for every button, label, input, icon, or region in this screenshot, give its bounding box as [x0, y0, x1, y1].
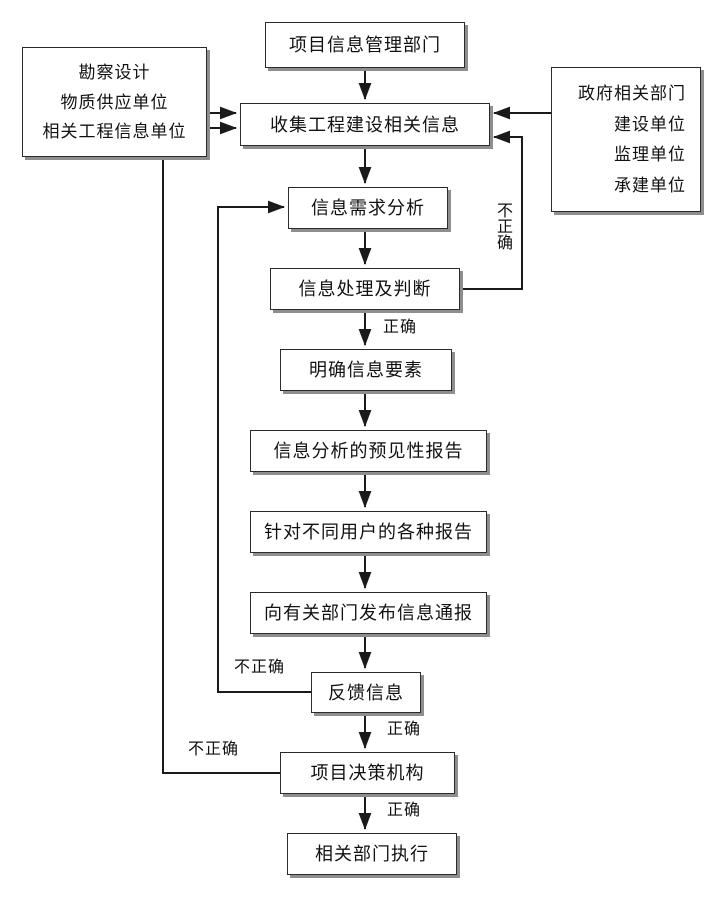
node-clarify-elements[interactable]: 明确信息要素 [280, 349, 452, 391]
node-label: 信息处理及判断 [298, 279, 432, 299]
node-label-line-3: 相关工程信息单位 [42, 122, 187, 142]
node-label: 反馈信息 [328, 682, 404, 703]
node-label: 收集工程建设相关信息 [270, 114, 460, 135]
node-label-line-3: 监理单位 [614, 145, 686, 165]
node-user-reports[interactable]: 针对不同用户的各种报告 [250, 511, 487, 553]
edge-feedback-incorrect-to-demand [217, 200, 311, 693]
node-label: 相关部门执行 [315, 844, 429, 864]
node-label: 向有关部门发布信息通报 [264, 603, 473, 623]
node-publish-bulletin[interactable]: 向有关部门发布信息通报 [250, 592, 487, 634]
node-label: 针对不同用户的各种报告 [264, 522, 473, 542]
node-label-line-2: 物质供应单位 [60, 92, 169, 112]
node-predictive-report[interactable]: 信息分析的预见性报告 [250, 430, 487, 472]
edge-label-incorrect-process: 不正确 [494, 202, 511, 250]
edge-label-correct-execute: 正确 [387, 802, 422, 819]
node-label: 信息分析的预见性报告 [273, 441, 464, 461]
node-demand-analysis[interactable]: 信息需求分析 [288, 187, 448, 229]
edge-label-incorrect-decision: 不正确 [188, 741, 240, 758]
node-survey-supply-units[interactable]: 勘察设计 物质供应单位 相关工程信息单位 [22, 47, 207, 157]
edge-process-incorrect-to-collect [460, 130, 523, 290]
node-project-info-dept[interactable]: 项目信息管理部门 [265, 22, 465, 68]
node-label: 信息需求分析 [311, 198, 425, 218]
node-label: 项目决策机构 [310, 763, 425, 783]
node-label-line-1: 勘察设计 [78, 62, 151, 82]
edge-label-incorrect-feedback: 不正确 [234, 659, 286, 676]
node-government-units[interactable]: 政府相关部门 建设单位 监理单位 承建单位 [551, 67, 701, 212]
node-feedback-info[interactable]: 反馈信息 [311, 672, 421, 713]
node-dept-execute[interactable]: 相关部门执行 [287, 833, 457, 875]
node-label-line-4: 承建单位 [614, 176, 686, 196]
node-decision-body[interactable]: 项目决策机构 [280, 752, 455, 794]
node-label: 项目信息管理部门 [289, 35, 441, 55]
node-label-line-2: 建设单位 [614, 114, 686, 134]
edge-label-correct-decision: 正确 [387, 721, 422, 738]
node-label: 明确信息要素 [309, 360, 423, 380]
node-process-judge[interactable]: 信息处理及判断 [270, 268, 460, 310]
node-label-line-1: 政府相关部门 [578, 83, 686, 103]
node-collect-info[interactable]: 收集工程建设相关信息 [240, 103, 490, 146]
edge-label-correct-clarify: 正确 [383, 319, 418, 336]
